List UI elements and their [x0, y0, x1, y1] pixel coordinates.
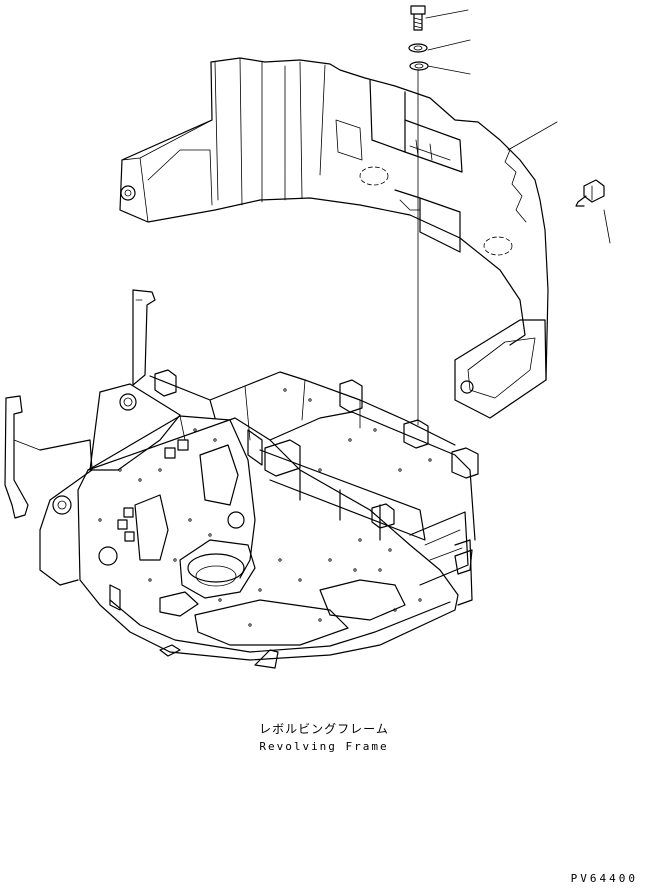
caption-japanese: レボルビングフレーム [259, 722, 389, 736]
lock-washer [408, 43, 428, 53]
caption-english: Revolving Frame [259, 740, 389, 753]
flat-washer [409, 61, 429, 71]
leader-lines [425, 9, 611, 244]
counterweight [119, 57, 549, 419]
drawing-code: PV64400 [570, 872, 638, 885]
revolving-frame [4, 289, 479, 669]
plug [575, 179, 605, 207]
bolt [410, 5, 426, 31]
